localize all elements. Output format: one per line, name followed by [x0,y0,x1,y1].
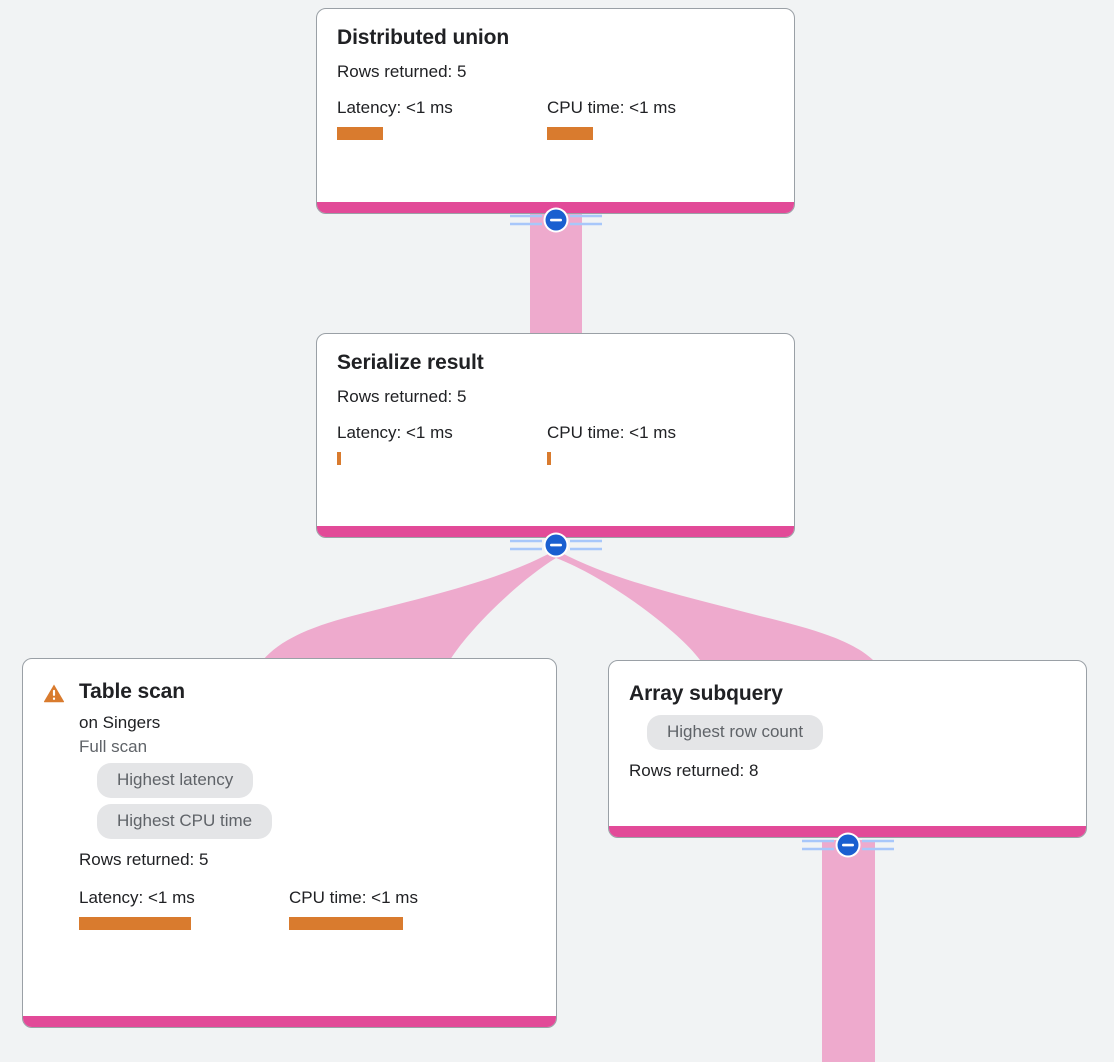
connector-array-subquery[interactable] [800,832,896,858]
node-title: Distributed union [337,26,510,49]
metric-latency-bar [337,127,383,140]
metric-latency-label: Latency: <1 ms [337,423,453,442]
plan-node-array-subquery[interactable]: Array subquery Highest row count Rows re… [608,660,1087,838]
table-scan-details: on Singers Full scan Highest latency Hig… [43,711,536,930]
metric-latency: Latency: <1 ms [337,422,547,465]
metric-latency: Latency: <1 ms [337,97,547,140]
connector-lines [802,839,894,851]
rows-returned: Rows returned: 5 [79,850,209,869]
connector-serialize-result[interactable] [508,532,604,558]
metric-cpu-time-label: CPU time: <1 ms [547,423,676,442]
node-subtitle: on Singers [79,713,161,732]
node-accent-bar [317,202,794,213]
status-badge-highest-cpu-time: Highest CPU time [97,804,273,839]
node-accent-bar [317,526,794,537]
status-badge-highest-row-count: Highest row count [647,715,824,750]
node-body: Table scan on Singers Full scan Highest … [23,659,556,944]
minus-glyph [842,843,854,847]
rows-returned: Rows returned: 5 [337,387,467,406]
edge-serialize-result-to-array-subquery [556,552,873,660]
edge-distributed-union-to-serialize-result [530,214,582,334]
metric-latency-label: Latency: <1 ms [337,98,453,117]
metric-cpu-time-label: CPU time: <1 ms [289,888,418,907]
node-metrics: Latency: <1 ms CPU time: <1 ms [337,97,774,140]
connector-lines [510,214,602,226]
rows-returned: Rows returned: 5 [337,62,467,81]
edge-array-subquery-to-child [822,840,875,1062]
node-title-row: Table scan [43,679,536,705]
node-title: Array subquery [629,682,783,705]
metric-cpu-time-bar [547,127,593,140]
node-title-row: Array subquery [629,681,1066,707]
connector-distributed-union[interactable] [508,207,604,233]
array-subquery-details: Highest row count Rows returned: 8 [629,711,1066,784]
minus-glyph [550,218,562,222]
warning-triangle-icon [43,684,65,703]
plan-node-table-scan[interactable]: Table scan on Singers Full scan Highest … [22,658,557,1028]
plan-node-distributed-union[interactable]: Distributed union Rows returned: 5 Laten… [316,8,795,214]
metric-latency-label: Latency: <1 ms [79,888,195,907]
minus-glyph [550,543,562,547]
metric-latency-bar [79,917,191,930]
connector-lines [510,539,602,551]
plan-node-serialize-result[interactable]: Serialize result Rows returned: 5 Latenc… [316,333,795,538]
node-body: Serialize result Rows returned: 5 Latenc… [317,334,794,479]
status-badge-highest-latency: Highest latency [97,763,254,798]
node-title-row: Serialize result [337,350,774,376]
metric-latency-bar [337,452,341,465]
node-title: Table scan [79,680,185,703]
metric-cpu-time: CPU time: <1 ms [547,97,676,140]
node-scan-type: Full scan [79,737,148,756]
node-title: Serialize result [337,351,484,374]
node-metrics: Latency: <1 ms CPU time: <1 ms [337,422,774,465]
node-metrics: Latency: <1 ms CPU time: <1 ms [79,887,536,930]
metric-cpu-time-bar [547,452,551,465]
rows-returned: Rows returned: 8 [629,761,759,780]
node-body: Distributed union Rows returned: 5 Laten… [317,9,794,154]
edge-serialize-result-to-table-scan [263,552,556,660]
node-title-row: Distributed union [337,25,774,51]
metric-latency: Latency: <1 ms [79,887,289,930]
node-accent-bar [23,1016,556,1027]
node-accent-bar [609,826,1086,837]
node-body: Array subquery Highest row count Rows re… [609,661,1086,798]
metric-cpu-time: CPU time: <1 ms [547,422,676,465]
metric-cpu-time-bar [289,917,403,930]
metric-cpu-time-label: CPU time: <1 ms [547,98,676,117]
metric-cpu-time: CPU time: <1 ms [289,887,418,930]
badge-list: Highest latency Highest CPU time [79,759,536,841]
